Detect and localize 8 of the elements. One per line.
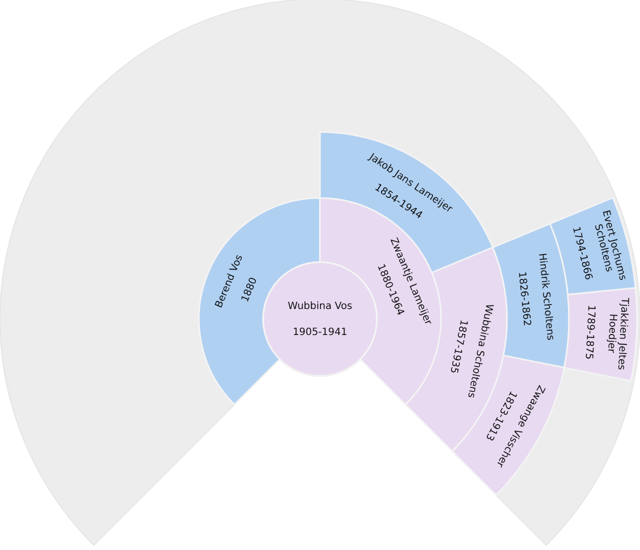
person-name: Hindrik Scholtens	[536, 252, 556, 341]
person-name: Tjakkien Jeltes Hoedjer	[605, 298, 630, 370]
life-dates: 1857-1935	[448, 318, 469, 374]
life-dates: 1905-1941	[292, 327, 348, 338]
person-name: Wubbina Vos	[288, 301, 352, 312]
life-dates: 1826-1862	[516, 271, 532, 327]
life-dates: 1789-1875	[582, 304, 596, 360]
life-dates: 1880	[240, 276, 260, 304]
